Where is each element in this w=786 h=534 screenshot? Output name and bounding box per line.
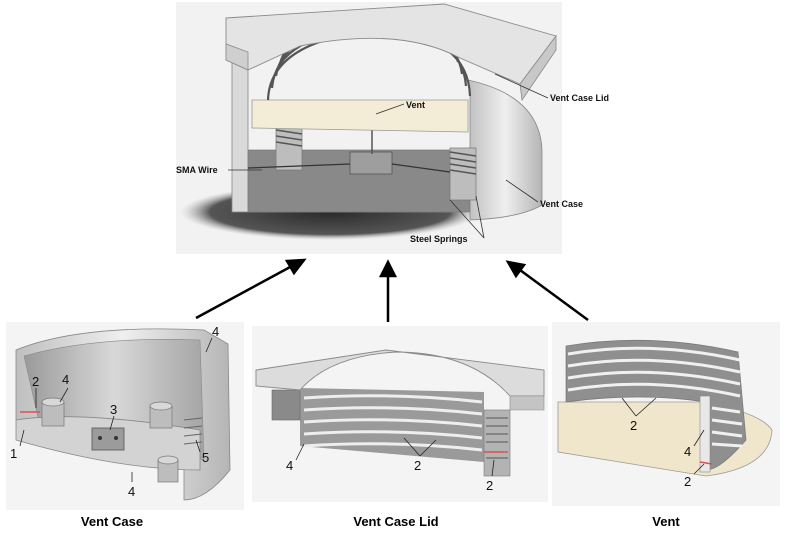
vent-louvre-rings [567,346,743,448]
vent-case-callout-5: 5 [202,450,209,465]
vent-callout-4: 4 [684,444,691,459]
arrows [195,258,589,322]
vent-case-lid-side [519,34,557,102]
vent-callout-2b: 2 [684,474,691,489]
vent-case-callout-2: 2 [32,374,39,389]
sma-wire-clamp [349,151,393,175]
label-steel-springs: Steel Springs [410,234,468,244]
lid-callout-2b: 2 [486,478,493,493]
label-sma-wire: SMA Wire [176,165,218,175]
label-vent-case-lid: Vent Case Lid [550,93,609,103]
lid-callout-4: 4 [286,458,293,473]
lid-louvre-rings [303,394,483,452]
sma-wire [247,163,351,169]
arrow-right-head [505,260,527,279]
vent-case-post-front [157,455,179,483]
vent-case-callout-3: 3 [110,402,117,417]
lid-right-slots [486,417,508,459]
assembly-view: Vent Case Lid Vent SMA Wire Vent Case St… [176,2,609,254]
vent-case-callout-4c: 4 [128,484,135,499]
caption-vent-case: Vent Case [80,514,144,529]
label-vent: Vent [406,100,425,110]
lid-callout-2a: 2 [414,458,421,473]
part-vent: 2 4 2 [552,322,780,506]
vent-case-clamp [91,427,125,451]
vent-case-outer-wall [467,79,543,221]
vent-end-post [699,395,711,473]
arrow-left [195,264,293,320]
vent-wire-marker [699,461,713,465]
vent-leaders [621,397,705,475]
caption-vent-case-lid: Vent Case Lid [353,514,439,529]
steel-spring-right [449,147,477,201]
lid-right-stub [483,409,511,477]
vent-case-lid [225,3,557,85]
part-vent-case: 1 2 3 4 4 4 5 [6,322,244,510]
vent-case-lid-edge [225,43,249,71]
vent-case-left-wall [231,51,249,213]
vent-case-callout-4b: 4 [212,324,219,339]
vent-plate [251,99,469,133]
vent-case-post-right [149,401,173,429]
caption-vent: Vent [652,514,680,529]
vent-case-slots [183,417,203,445]
vent-case-callout-4a: 4 [62,372,69,387]
lid-left-stub [271,389,301,421]
arrow-left-head [284,258,307,276]
vent-case-post-left [41,397,65,427]
lid-top-edge [509,395,545,411]
arrow-right [519,268,589,322]
part-vent-case-lid: 4 2 2 [252,326,548,502]
assembly-leaders [228,73,549,239]
arrow-center-head [378,259,398,278]
lid-top-surface [255,349,545,397]
vent-case-callout-1: 1 [10,446,17,461]
vent-case-leaders [19,337,213,482]
vent-callout-2a: 2 [630,418,637,433]
sma-wire-right [391,163,451,173]
label-vent-case: Vent Case [540,199,583,209]
lid-leaders [295,437,495,477]
